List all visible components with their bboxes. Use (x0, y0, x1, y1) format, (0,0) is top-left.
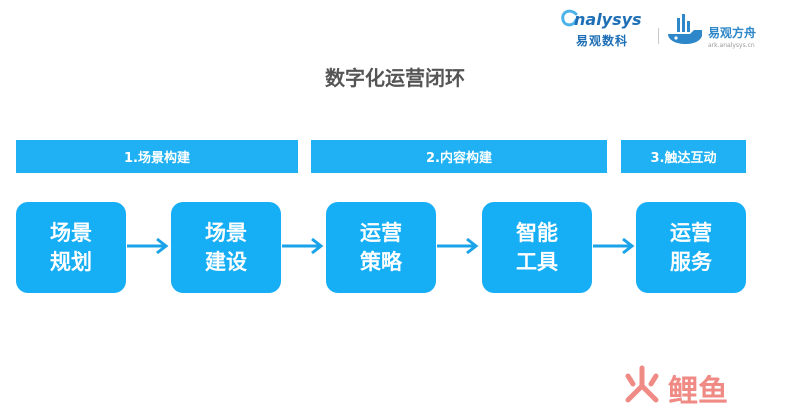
step-box-scene-construction: 场景 建设 (171, 202, 281, 293)
ark-url: ark.analysys.cn (708, 42, 755, 49)
step-label-line1: 场景 (50, 220, 92, 245)
watermark-text: 鲤鱼 (668, 374, 728, 409)
analysys-logo: nalysys 易观数科 (560, 6, 652, 52)
analysys-swoosh-icon (561, 9, 578, 27)
fire-glyph-icon (625, 365, 659, 403)
logo-divider (658, 28, 659, 44)
whale-icon (668, 14, 702, 45)
step-label-line2: 规划 (50, 249, 92, 274)
analysys-cn-name: 易观数科 (576, 34, 629, 48)
step-label-line1: 场景 (205, 220, 247, 245)
step-label-line1: 运营 (360, 220, 402, 245)
step-label-line2: 服务 (670, 249, 712, 274)
ark-logo: 易观方舟 ark.analysys.cn (664, 12, 786, 56)
step-label-line2: 建设 (205, 249, 247, 274)
step-label-line1: 运营 (670, 220, 712, 245)
arrow-right-icon (593, 237, 635, 255)
stage-bar-content-building: 2.内容构建 (311, 140, 607, 173)
step-box-operation-service: 运营 服务 (636, 202, 746, 293)
step-box-scene-planning: 场景 规划 (16, 202, 126, 293)
ark-cn-name: 易观方舟 (708, 26, 757, 40)
step-box-smart-tools: 智能 工具 (482, 202, 592, 293)
analysys-brand-text: nalysys (574, 10, 642, 29)
step-label-line2: 工具 (516, 249, 558, 274)
stage-bar-reach-interaction: 3.触达互动 (621, 140, 746, 173)
step-box-operation-strategy: 运营 策略 (326, 202, 436, 293)
watermark: 鲤鱼 (620, 364, 770, 409)
arrow-right-icon (127, 237, 169, 255)
step-label-line2: 策略 (360, 249, 402, 274)
arrow-right-icon (282, 237, 324, 255)
page-title: 数字化运营闭环 (325, 66, 465, 90)
arrow-right-icon (437, 237, 479, 255)
step-label-line1: 智能 (516, 220, 558, 245)
stage-bar-scene-building: 1.场景构建 (16, 140, 298, 173)
